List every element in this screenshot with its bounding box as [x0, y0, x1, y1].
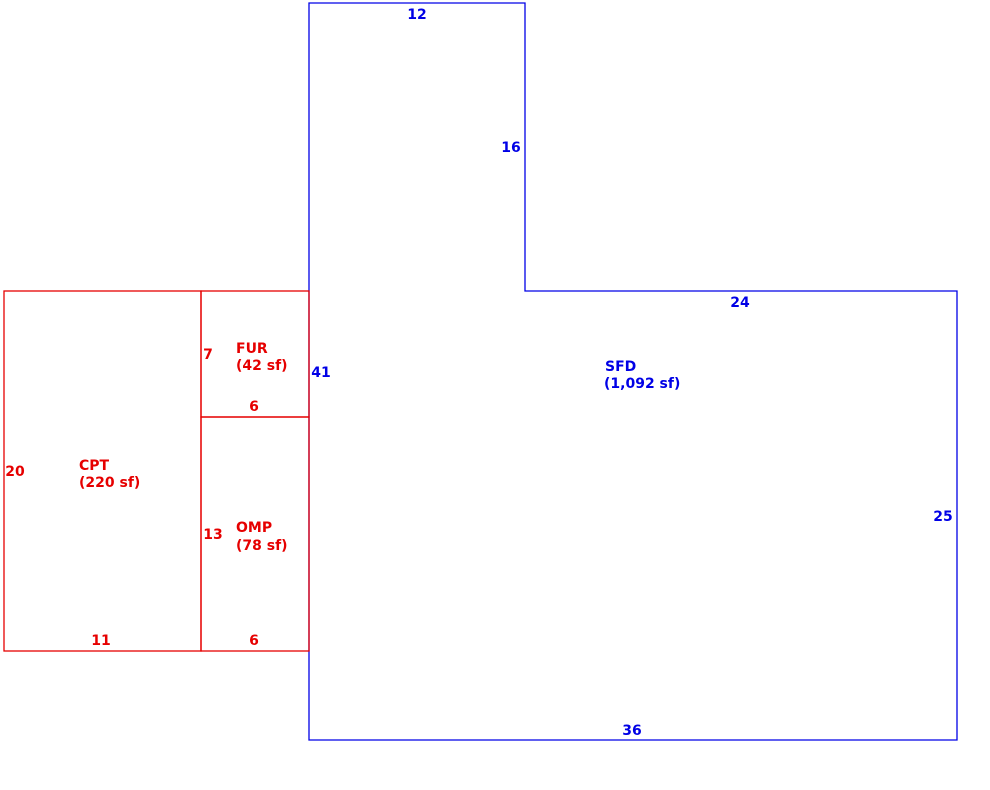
- dim-sfd-right: 25: [933, 509, 952, 525]
- sfd-area: (1,092 sf): [604, 376, 680, 392]
- cpt-name: CPT: [79, 458, 110, 474]
- dim-sfd-top: 12: [407, 7, 426, 23]
- omp-area: (78 sf): [236, 538, 288, 554]
- dim-omp-left: 13: [203, 527, 222, 543]
- dim-omp-bottom: 6: [249, 633, 259, 649]
- dim-sfd-left: 41: [311, 365, 330, 381]
- dim-fur-bottom: 6: [249, 399, 259, 415]
- sfd-outline: [308, 2, 958, 741]
- dim-sfd-upper-right: 16: [501, 140, 520, 156]
- dim-cpt-bottom: 11: [91, 633, 110, 649]
- fur-name: FUR: [236, 341, 268, 357]
- omp-outline: [200, 416, 310, 652]
- cpt-area: (220 sf): [79, 475, 140, 491]
- dim-fur-left: 7: [203, 347, 213, 363]
- sfd-name: SFD: [605, 359, 636, 375]
- dim-cpt-left: 20: [5, 464, 25, 480]
- dim-sfd-bottom: 36: [622, 723, 641, 739]
- dim-sfd-step: 24: [730, 295, 750, 311]
- fur-area: (42 sf): [236, 358, 288, 374]
- omp-name: OMP: [236, 520, 272, 536]
